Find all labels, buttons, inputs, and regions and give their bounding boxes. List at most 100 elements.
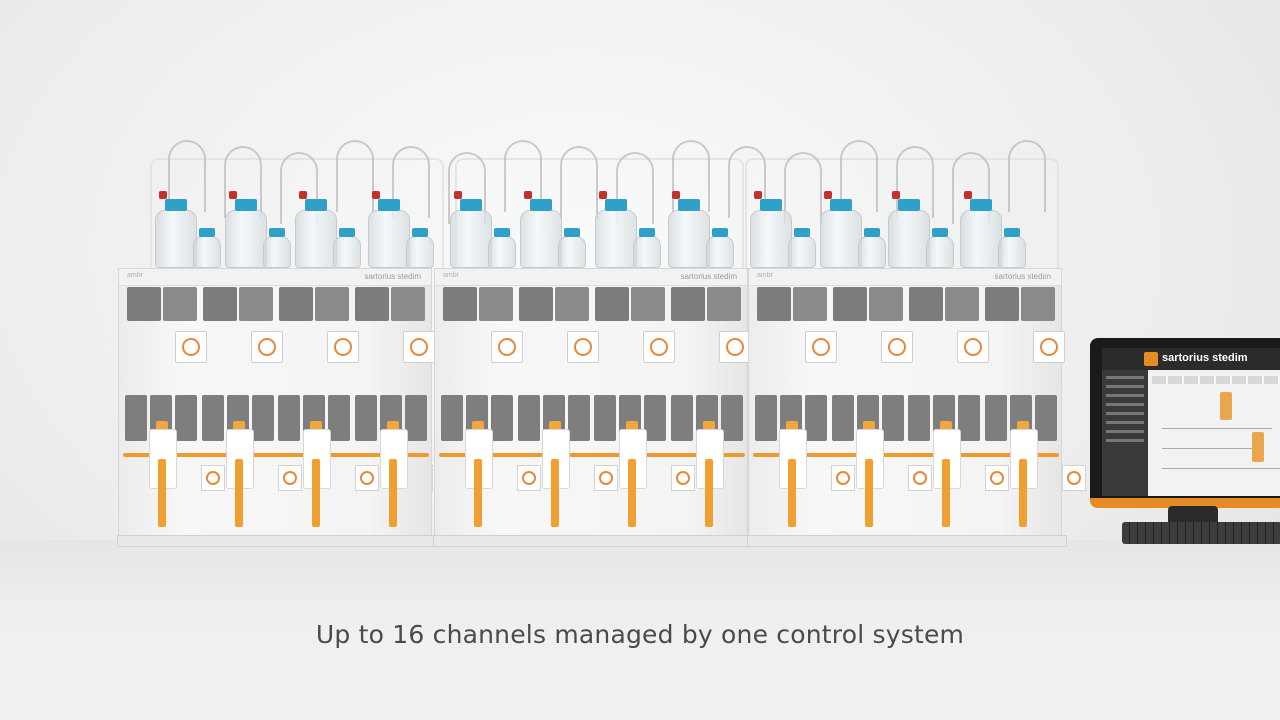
floor [0,540,1280,720]
module-brand-label: sartorius stedim [680,272,737,281]
bioreactor-vessel [542,421,570,529]
module-base [433,535,753,547]
reagent-bottle [926,228,954,268]
bioreactor-vessel [226,421,254,529]
pump-head-row [127,287,425,321]
tubing-line [952,152,990,224]
bioreactor-vessel [779,421,807,529]
reagent-bottle [998,228,1026,268]
vessel-diagram-icon [1220,392,1232,420]
monitor-accent-strip [1090,498,1280,508]
tubing-line [616,152,654,224]
tubing-line [448,152,486,224]
bioreactor-vessel [696,421,724,529]
tubing-line [840,140,878,212]
pump-head [833,287,903,321]
module-model-label: ambr [443,272,459,279]
media-bottle [750,191,792,268]
do-sensor-icon [278,465,302,491]
pump-head [909,287,979,321]
do-sensor-icon [594,465,618,491]
ph-sensor-icon [1033,331,1065,363]
bioreactor-module-3: ambr sartorius stedim [747,268,1086,547]
sartorius-logo-icon [1144,352,1158,366]
media-bottle [155,191,197,268]
screen-sidebar [1102,370,1148,496]
control-screen[interactable]: sartorius stedim [1102,348,1280,496]
do-sensor-icon [671,465,695,491]
media-bottle [820,191,862,268]
control-block-row [125,395,427,441]
ph-sensor-icon [251,331,283,363]
reagent-bottle [406,228,434,268]
pump-head [443,287,513,321]
orange-rail [439,453,745,457]
tubing-line [504,140,542,212]
pump-head [279,287,349,321]
pump-head [203,287,273,321]
media-bottle [295,191,337,268]
module-brand-label: sartorius stedim [364,272,421,281]
module-brand-label: sartorius stedim [994,272,1051,281]
module-header-band: ambr sartorius stedim [435,269,747,286]
ph-sensor-icon [719,331,751,363]
control-block-row [441,395,743,441]
bioreactor-vessel [933,421,961,529]
control-monitor: sartorius stedim [1090,338,1280,508]
tubing-line [168,140,206,212]
orange-rail [123,453,429,457]
ph-sensor-icon [643,331,675,363]
process-line [1162,468,1280,469]
do-sensor-icon [1062,465,1086,491]
ph-sensor-icon [567,331,599,363]
orange-rail [753,453,1059,457]
vessel-diagram-icon [1252,432,1264,462]
monitor-stand [1168,506,1218,526]
ph-sensor-icon [403,331,435,363]
bioreactor-module-1: ambr sartorius stedim [117,268,456,547]
pump-head [595,287,665,321]
tubing-line [392,146,430,218]
reagent-bottle [333,228,361,268]
keyboard[interactable] [1122,522,1280,544]
reagent-bottle [633,228,661,268]
pump-head [519,287,589,321]
do-sensor-icon [201,465,225,491]
do-sensor-icon [517,465,541,491]
bioreactor-vessel [856,421,884,529]
pump-head [757,287,827,321]
module-model-label: ambr [757,272,773,279]
media-bottle [888,191,930,268]
tubing-line [1008,140,1046,212]
media-bottle [960,191,1002,268]
module-header-band: ambr sartorius stedim [119,269,431,286]
do-sensor-icon [985,465,1009,491]
ph-sensor-icon [491,331,523,363]
pump-head [671,287,741,321]
do-sensor-icon [831,465,855,491]
bioreactor-module-2: ambr sartorius stedim [433,268,772,547]
tubing-line [560,146,598,218]
reagent-bottle [263,228,291,268]
screen-header: sartorius stedim [1102,348,1280,370]
media-bottle [450,191,492,268]
pump-head-row [443,287,741,321]
reagent-bottle [788,228,816,268]
tubing-line [280,152,318,224]
media-bottle [225,191,267,268]
media-bottle [668,191,710,268]
pump-head [355,287,425,321]
process-line [1162,428,1272,429]
screen-logo-text: sartorius stedim [1162,352,1248,364]
reagent-bottle [858,228,886,268]
reagent-bottle [558,228,586,268]
pump-head [985,287,1055,321]
reagent-bottle [706,228,734,268]
do-sensor-icon [908,465,932,491]
bioreactor-vessel [149,421,177,529]
reagent-bottle [193,228,221,268]
media-bottle [368,191,410,268]
media-bottle [520,191,562,268]
do-sensor-icon [355,465,379,491]
